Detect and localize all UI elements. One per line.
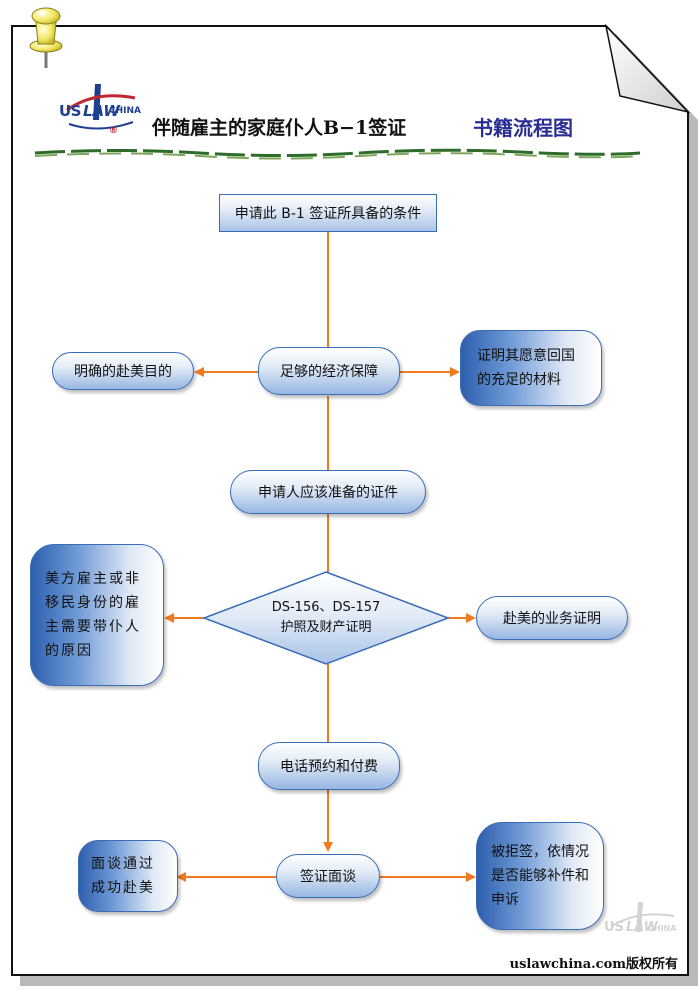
watermark-china-text: CHINA [648, 924, 677, 933]
node-business-proof-label: 赴美的业务证明 [503, 611, 601, 627]
node-employer-reason: 美方雇主或非移民身份的雇主需要带仆人的原因 [30, 544, 164, 686]
node-business-proof: 赴美的业务证明 [476, 596, 628, 640]
node-appointment: 电话预约和付费 [258, 742, 400, 790]
watermark-us-text: US [604, 920, 624, 935]
diamond-ds-forms: DS-156、DS-157 [271, 600, 381, 615]
node-purpose-label: 明确的赴美目的 [74, 364, 172, 380]
node-documents: 申请人应该准备的证件 [230, 470, 426, 514]
logo-us-text: US [59, 102, 81, 120]
diamond-passport: 护照及财产证明 [280, 620, 372, 635]
diamond-label: DS-156、DS-157 护照及财产证明 [244, 598, 408, 638]
node-refused-label: 被拒签，依情况是否能够补件和申诉 [491, 844, 589, 908]
node-purpose: 明确的赴美目的 [52, 352, 194, 390]
node-documents-label: 申请人应该准备的证件 [258, 485, 398, 501]
node-return-proof-label: 证明其愿意回国的充足的材料 [477, 348, 575, 388]
logo-china-text: CHINA [109, 106, 141, 116]
uslawchina-logo: US LAW CHINA ® [55, 80, 145, 146]
folded-corner [604, 23, 691, 114]
watermark-law-text: LAW [626, 920, 658, 935]
push-pin-icon [29, 7, 63, 68]
decorative-divider [34, 148, 641, 160]
node-refused: 被拒签，依情况是否能够补件和申诉 [476, 822, 604, 930]
node-economic: 足够的经济保障 [258, 347, 400, 395]
node-interview-label: 签证面谈 [300, 869, 356, 885]
node-conditions-label: 申请此 B-1 签证所具备的条件 [234, 206, 422, 222]
node-interview: 签证面谈 [276, 854, 380, 898]
node-success-label: 面谈通过成功赴美 [91, 856, 155, 896]
copyright-text: uslawchina.com版权所有 [509, 957, 678, 972]
node-employer-reason-label: 美方雇主或非移民身份的雇主需要带仆人的原因 [45, 571, 141, 659]
logo-law-text: LAW [83, 102, 120, 120]
registered-mark: ® [109, 126, 118, 136]
page-title: 伴随雇主的家庭仆人B−1签证 [152, 117, 407, 139]
node-conditions: 申请此 B-1 签证所具备的条件 [219, 194, 437, 232]
node-return-proof: 证明其愿意回国的充足的材料 [460, 330, 602, 406]
node-economic-label: 足够的经济保障 [280, 364, 378, 380]
connector-lines [164, 232, 476, 882]
node-appointment-label: 电话预约和付费 [280, 759, 378, 775]
page-subtitle: 书籍流程图 [473, 116, 573, 140]
node-success: 面谈通过成功赴美 [78, 840, 178, 912]
documents-diamond [201, 571, 451, 665]
watermark-logo: US LAW CHINA [602, 900, 680, 950]
